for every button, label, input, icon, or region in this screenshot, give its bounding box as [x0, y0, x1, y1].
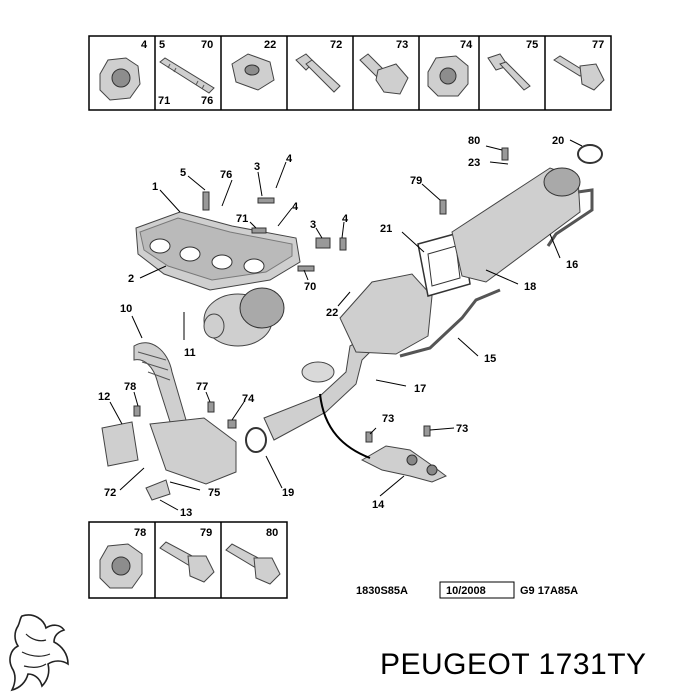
long-bolt-icon	[553, 55, 605, 91]
legend-num-22: 22	[264, 39, 276, 51]
reference-variant: G9 17A85A	[520, 585, 578, 597]
hardware-bolts	[133, 147, 509, 443]
callout-15: 15	[484, 353, 496, 365]
callout-23: 23	[468, 157, 480, 169]
callout-76: 76	[220, 169, 232, 181]
peugeot-lion-logo	[9, 614, 69, 692]
link-arc	[319, 393, 371, 459]
legend-num-5: 5	[159, 39, 165, 51]
callout-17: 17	[414, 383, 426, 395]
legend-num-72: 72	[330, 39, 342, 51]
nut-78-icon	[99, 543, 143, 589]
callout-78: 78	[124, 381, 136, 393]
legend-num-74: 74	[460, 39, 473, 51]
legend-num-75: 75	[526, 39, 538, 51]
pressure-pipe-15	[399, 288, 501, 358]
callout-22: 22	[326, 307, 338, 319]
reference-codes: 1830S85A 10/2008 G9 17A85A	[356, 581, 578, 599]
callout-73b: 73	[456, 423, 468, 435]
callout-80: 80	[468, 135, 480, 147]
hanger-bracket	[145, 479, 171, 501]
callout-4a: 4	[286, 153, 293, 165]
flange-bolt-icon	[359, 53, 409, 95]
clamp-ring	[245, 427, 267, 453]
callout-4b: 4	[292, 201, 299, 213]
heat-shield	[360, 445, 447, 483]
bottom-parts-legend: 78 79 80	[88, 521, 288, 599]
callout-3a: 3	[254, 161, 260, 173]
callout-20: 20	[552, 135, 564, 147]
callout-77: 77	[196, 381, 208, 393]
flange-nut-icon	[99, 57, 141, 101]
callout-74: 74	[242, 393, 255, 405]
intermediate-pipe	[263, 333, 379, 441]
callout-11: 11	[184, 347, 196, 359]
legend-num-76: 76	[201, 95, 213, 107]
legend-num-79: 79	[200, 527, 212, 539]
hex-nut-icon	[427, 55, 469, 97]
callout-1: 1	[152, 181, 158, 193]
turbocharger	[203, 287, 285, 347]
callout-72: 72	[104, 487, 116, 499]
legend-num-78: 78	[134, 527, 146, 539]
legend-num-70: 70	[201, 39, 213, 51]
part-number-caption: PEUGEOT 1731TY	[380, 648, 647, 681]
callout-73a: 73	[382, 413, 394, 425]
reference-date: 10/2008	[446, 585, 486, 597]
flex-pipe	[133, 342, 187, 429]
elbow-pipe	[149, 417, 237, 485]
support-bracket	[101, 421, 139, 467]
callout-2: 2	[128, 273, 134, 285]
pressure-pipe-16	[546, 188, 594, 247]
sensor-clamp	[577, 144, 603, 164]
callout-16: 16	[566, 259, 578, 271]
callout-71: 71	[236, 213, 248, 225]
legend-num-71: 71	[158, 95, 170, 107]
exploded-view: 1 2 5 76 3 4 71 4 3 4 70 10 11 12 78 77 …	[98, 135, 603, 519]
callout-79: 79	[410, 175, 422, 187]
legend-num-4: 4	[141, 39, 148, 51]
stud-icon	[159, 57, 215, 94]
callout-70: 70	[304, 281, 316, 293]
callout-5: 5	[180, 167, 186, 179]
bolt-80-icon	[225, 543, 281, 585]
callout-19: 19	[282, 487, 294, 499]
callout-14: 14	[372, 499, 385, 511]
particulate-filter	[451, 167, 581, 283]
callout-75: 75	[208, 487, 220, 499]
bolt-79-icon	[159, 541, 215, 583]
legend-num-73: 73	[396, 39, 408, 51]
callout-4c: 4	[342, 213, 349, 225]
leader-lines	[109, 139, 583, 511]
callout-13: 13	[180, 507, 192, 519]
callout-21: 21	[380, 223, 392, 235]
sleeve-nut-icon	[231, 53, 275, 91]
bolt-icon	[487, 53, 531, 91]
legend-num-77: 77	[592, 39, 604, 51]
legend-num-80: 80	[266, 527, 278, 539]
reference-code: 1830S85A	[356, 585, 408, 597]
catalytic-converter	[339, 273, 433, 355]
exhaust-manifold	[135, 211, 301, 291]
hex-bolt-icon	[295, 53, 341, 93]
callout-10: 10	[120, 303, 132, 315]
callout-3b: 3	[310, 219, 316, 231]
callout-12: 12	[98, 391, 110, 403]
top-parts-legend: 4 5 70 71 76 22 72 73	[88, 35, 612, 111]
callout-18: 18	[524, 281, 536, 293]
